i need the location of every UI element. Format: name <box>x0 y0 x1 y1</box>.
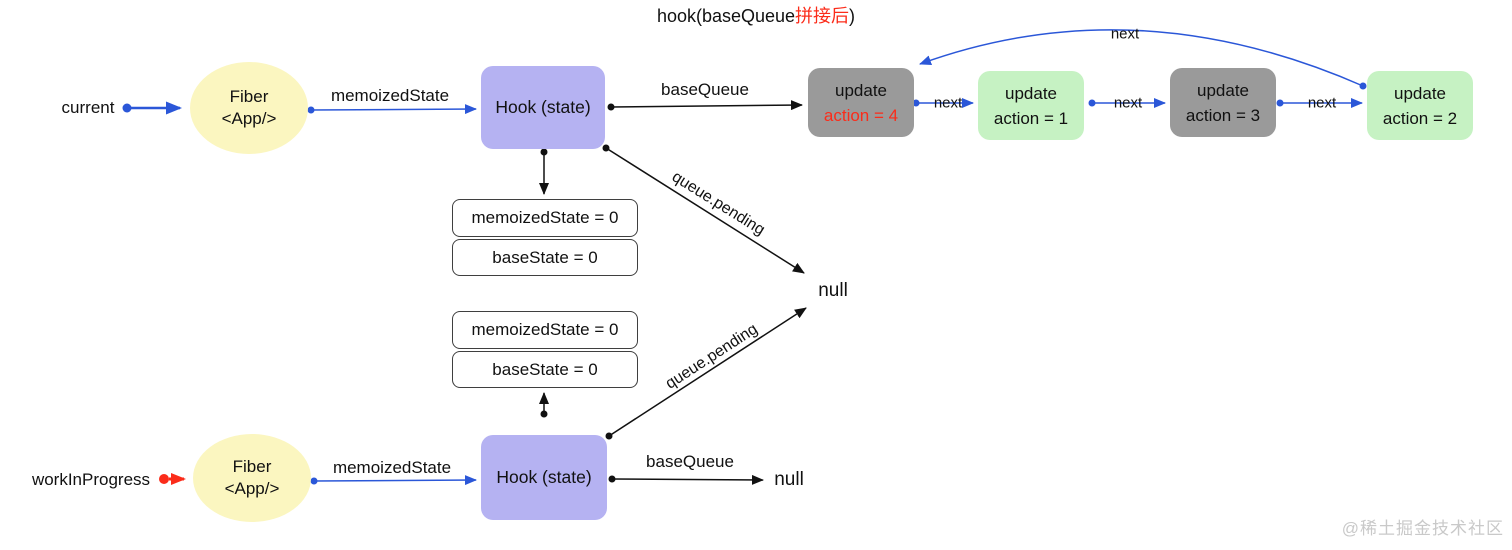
update-node-action-4: update action = 4 <box>808 68 914 137</box>
work-in-progress-pointer-arrow <box>159 473 186 485</box>
title-part1: hook(baseQueue <box>656 6 796 26</box>
hook-label: Hook (state) <box>496 467 592 487</box>
fiber-line2: <App/> <box>224 479 280 498</box>
next-label-circular: next <box>1110 25 1140 43</box>
title-part3: ) <box>849 6 856 26</box>
update-action: action = 3 <box>1185 105 1261 125</box>
fiber-line1: Fiber <box>229 87 269 106</box>
base-queue-label-bottom: baseQueue <box>646 452 734 471</box>
fiber-line1: Fiber <box>232 457 272 476</box>
memoized-state-edge-top <box>307 104 477 115</box>
update-node-action-3: update action = 3 <box>1170 68 1276 137</box>
fiber-line2: <App/> <box>221 109 277 128</box>
update-node-action-1: update action = 1 <box>978 71 1084 140</box>
current-pointer-arrow <box>122 101 182 115</box>
queue-pending-edge-bottom <box>605 307 807 440</box>
state-field-memoized-current: memoizedState = 0 <box>452 199 638 237</box>
update-action: action = 1 <box>993 108 1069 128</box>
state-field-base-current: baseState = 0 <box>452 239 638 276</box>
base-queue-edge-bottom <box>608 474 764 485</box>
base-queue-edge-top <box>607 100 803 111</box>
hook-state-edge-top <box>539 148 549 195</box>
next-edge-2 <box>1088 98 1166 108</box>
state-field-base-wip: baseState = 0 <box>452 351 638 388</box>
null-label-bottom: null <box>774 469 804 490</box>
state-field-text: baseState = 0 <box>492 247 598 267</box>
next-edge-1 <box>912 98 974 108</box>
update-title: update <box>1005 83 1057 103</box>
queue-pending-edge-top <box>602 144 805 274</box>
next-label-3: next <box>1307 94 1337 112</box>
watermark: @稀土掘金技术社区 <box>1341 519 1504 538</box>
state-field-text: memoizedState = 0 <box>471 208 619 227</box>
diagram-title: hook(baseQueue拼接后) <box>657 2 855 28</box>
next-edge-3 <box>1276 98 1363 108</box>
fiber-node-wip: Fiber <App/> <box>193 434 311 522</box>
state-field-memoized-wip: memoizedState = 0 <box>452 311 638 349</box>
update-title: update <box>1197 80 1249 100</box>
hook-state-edge-bottom <box>539 392 549 418</box>
hook-node-wip: Hook (state) <box>481 435 607 520</box>
next-label-1: next <box>933 94 963 112</box>
next-edge-circular <box>919 29 1367 90</box>
hook-node-current: Hook (state) <box>481 66 605 149</box>
next-label-2: next <box>1113 94 1143 112</box>
fiber-node-current: Fiber <App/> <box>190 62 308 154</box>
work-in-progress-pointer-label: workInProgress <box>31 470 151 489</box>
state-field-text: baseState = 0 <box>492 359 598 379</box>
base-queue-label-top: baseQueue <box>661 80 749 99</box>
memoized-state-label-bottom: memoizedState <box>332 458 452 477</box>
current-pointer-label: current <box>61 98 115 117</box>
update-title: update <box>1394 83 1446 103</box>
null-label-shared: null <box>818 280 848 301</box>
update-node-action-2: update action = 2 <box>1367 71 1473 140</box>
state-field-text: memoizedState = 0 <box>471 320 619 339</box>
update-action: action = 2 <box>1382 108 1458 128</box>
memoized-state-edge-bottom <box>310 475 477 486</box>
memoized-state-label-top: memoizedState <box>330 86 450 105</box>
update-title: update <box>835 80 887 100</box>
title-highlight: 拼接后 <box>795 6 850 26</box>
hook-label: Hook (state) <box>495 97 591 117</box>
update-action: action = 4 <box>823 105 899 125</box>
